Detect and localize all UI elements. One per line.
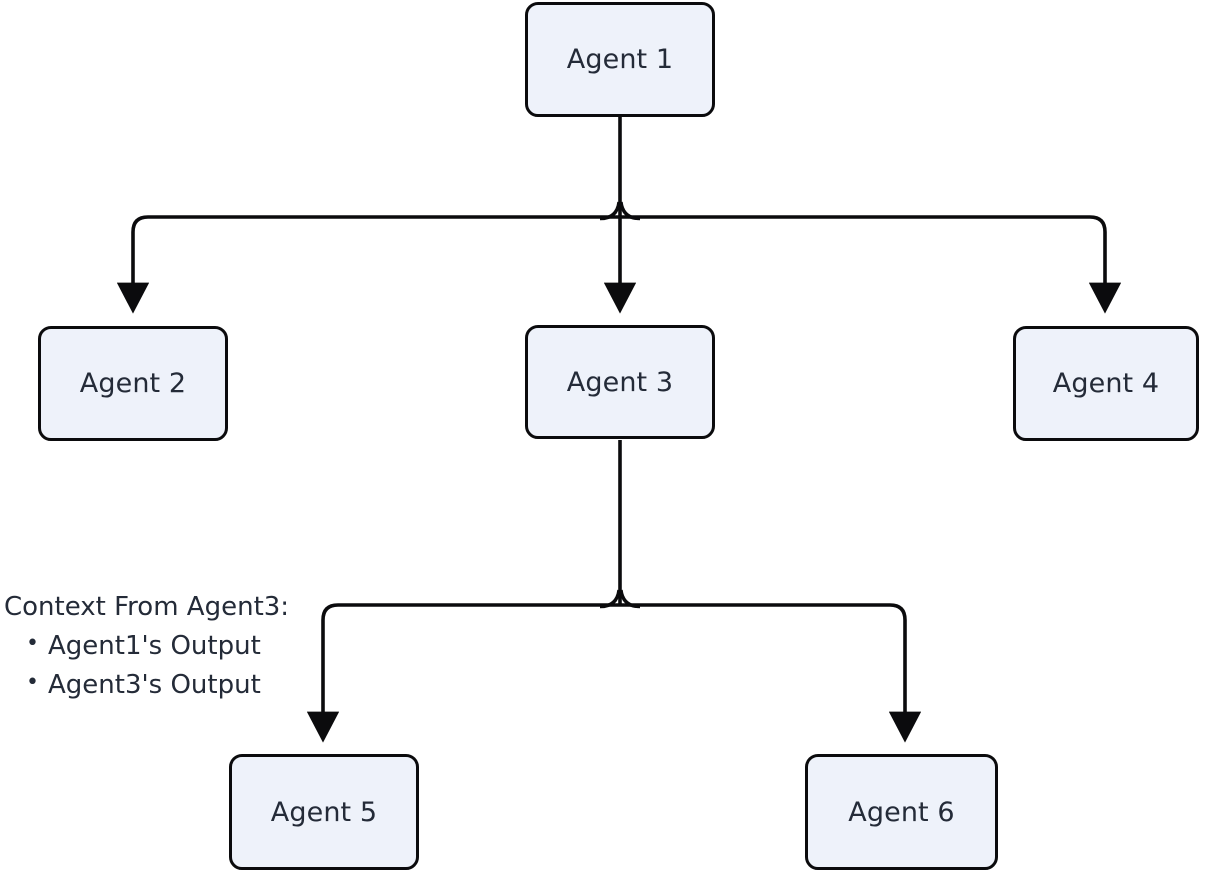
node-agent-1[interactable]: Agent 1: [525, 2, 715, 117]
node-agent-5[interactable]: Agent 5: [229, 754, 419, 870]
node-agent-3[interactable]: Agent 3: [525, 325, 715, 439]
edge-agent3-to-agent5: [306, 603, 620, 743]
junction-fillet-top-left: [599, 201, 621, 221]
node-agent-2-label: Agent 2: [79, 368, 187, 399]
node-agent-4[interactable]: Agent 4: [1013, 326, 1199, 441]
context-annotation: Context From Agent3: Agent1's Output Age…: [4, 592, 424, 706]
node-agent-6[interactable]: Agent 6: [805, 754, 998, 870]
node-agent-5-label: Agent 5: [270, 796, 378, 828]
edge-agent1-to-agent4: [620, 215, 1122, 314]
edge-agent3-to-agent6: [620, 603, 922, 743]
junction-fillet-bottom-left: [599, 589, 621, 609]
context-annotation-title: Context From Agent3:: [4, 592, 290, 622]
edge-agent1-to-agent2: [116, 215, 620, 314]
node-agent-6-label: Agent 6: [848, 796, 955, 828]
context-annotation-list: Agent1's Output Agent3's Output: [4, 627, 424, 706]
node-agent-2[interactable]: Agent 2: [38, 326, 228, 441]
node-agent-3-label: Agent 3: [566, 366, 674, 398]
node-agent-1-label: Agent 1: [566, 44, 674, 75]
context-annotation-item: Agent3's Output: [4, 666, 424, 706]
context-annotation-item: Agent1's Output: [4, 627, 424, 667]
junction-fillet-top-right: [619, 201, 641, 221]
node-agent-4-label: Agent 4: [1052, 368, 1160, 399]
junction-fillet-bottom-right: [619, 589, 641, 609]
